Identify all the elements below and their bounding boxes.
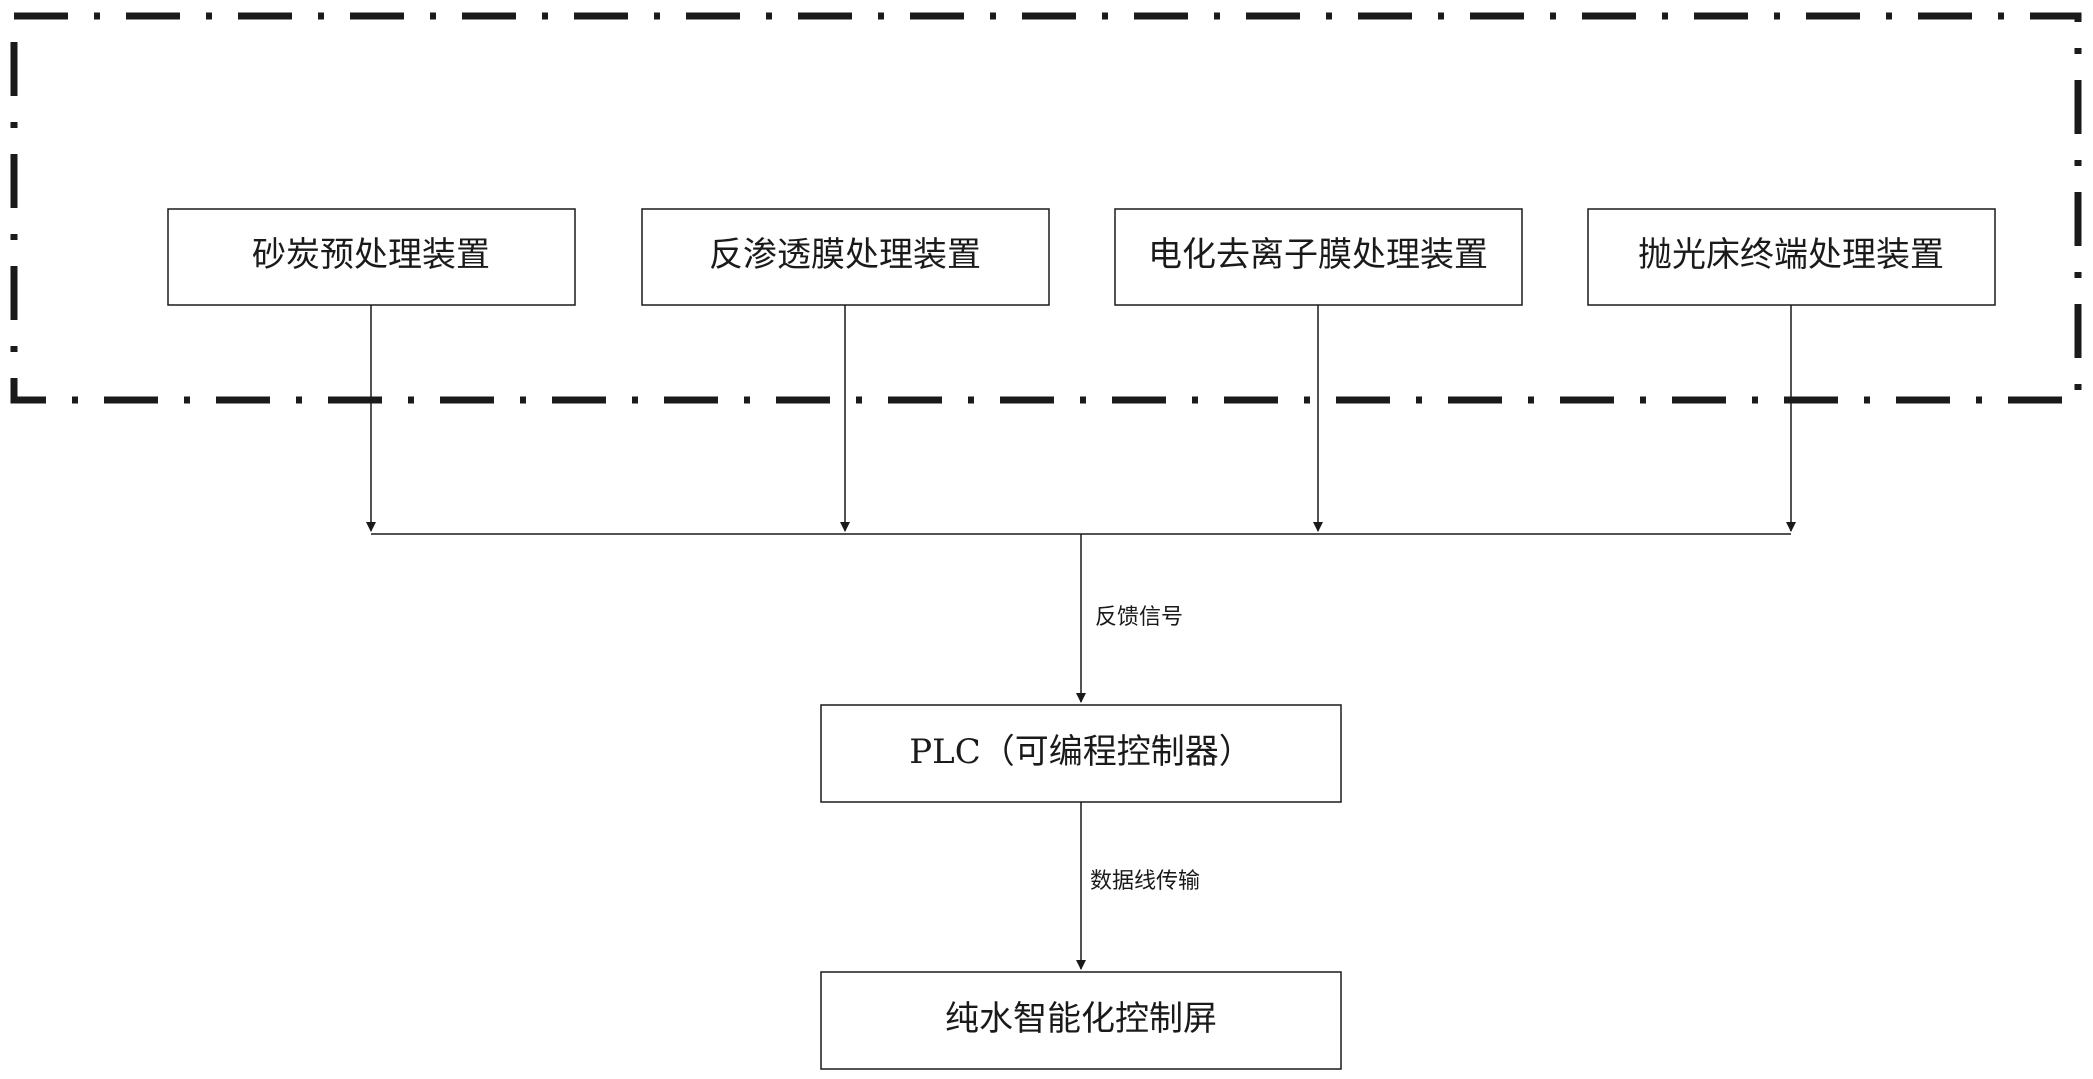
device-label-reverse-osmosis: 反渗透膜处理装置 (709, 235, 981, 275)
device-box-sand-carbon: 砂炭预处理装置 (167, 208, 576, 306)
feedback-signal-label: 反馈信号 (1095, 605, 1183, 630)
control-screen-label: 纯水智能化控制屏 (945, 999, 1217, 1039)
device-box-polishing-bed: 抛光床终端处理装置 (1587, 208, 1996, 306)
control-screen-box: 纯水智能化控制屏 (820, 971, 1342, 1070)
device-box-reverse-osmosis: 反渗透膜处理装置 (641, 208, 1050, 306)
device-group-boundary (10, 12, 2082, 404)
device-label-polishing-bed: 抛光床终端处理装置 (1638, 235, 1944, 275)
data-transfer-label: 数据线传输 (1090, 869, 1200, 894)
device-label-edi: 电化去离子膜处理装置 (1148, 235, 1488, 275)
device-label-sand-carbon: 砂炭预处理装置 (252, 235, 490, 275)
plc-label: PLC（可编程控制器） (909, 732, 1252, 772)
device-box-edi: 电化去离子膜处理装置 (1114, 208, 1523, 306)
plc-box: PLC（可编程控制器） (820, 704, 1342, 803)
